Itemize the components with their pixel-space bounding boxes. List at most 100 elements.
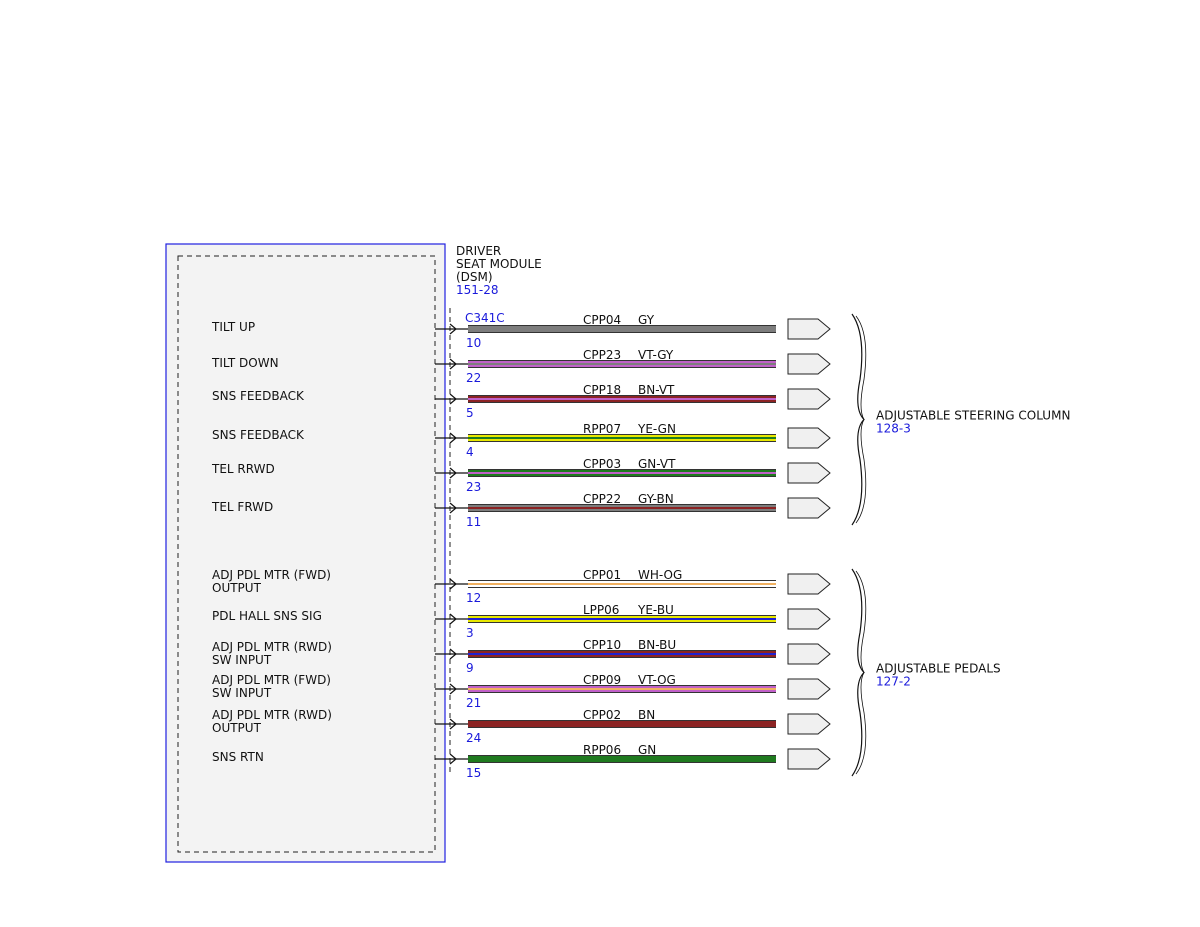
pin-arrow-icon [449,467,457,479]
wire-color-code: GY-BN [638,492,674,506]
wire[interactable] [468,720,776,728]
wire-color-code: GN-VT [638,457,676,471]
wire-stripe-color [468,398,776,400]
pin-number: 24 [466,731,481,745]
module-title-line: SEAT MODULE [456,257,542,271]
circuit-function-label: TILT DOWN [211,356,279,370]
wire[interactable] [468,504,776,512]
pin-arrow-icon [449,718,457,730]
circuit-function-label: TEL FRWD [211,500,273,514]
circuit-function-label: ADJ PDL MTR (FWD) [212,673,331,687]
pin-arrow-icon [449,648,457,660]
pin-arrow-icon [449,502,457,514]
wire-color-code: YE-GN [637,422,676,436]
circuit-function-label: ADJ PDL MTR (RWD) [212,708,332,722]
pin-number: 11 [466,515,481,529]
connector-terminal[interactable] [787,678,831,700]
wire[interactable] [468,650,776,658]
wire-color-code: GN [638,743,656,757]
circuit-number: CPP18 [583,383,621,397]
module-reference-link[interactable]: 151-28 [456,283,499,297]
connector-terminal[interactable] [787,497,831,519]
circuit-function-label: TEL RRWD [211,462,275,476]
circuit-number: CPP01 [583,568,621,582]
wire[interactable] [468,325,776,333]
circuit-number: RPP07 [583,422,621,436]
connector-terminal[interactable] [787,643,831,665]
circuit-number: CPP23 [583,348,621,362]
connector-terminal[interactable] [787,318,831,340]
module-outline [165,243,446,863]
pin-number: 10 [466,336,481,350]
circuit-number: RPP06 [583,743,621,757]
component-groups: ADJUSTABLE STEERING COLUMN128-3ADJUSTABL… [851,313,1070,777]
wire[interactable] [468,580,776,588]
module-title-line: (DSM) [456,270,493,284]
circuit-number: CPP09 [583,673,621,687]
connector-terminal[interactable] [787,608,831,630]
wire[interactable] [468,360,776,368]
connector-terminal[interactable] [787,713,831,735]
connector-id-link[interactable]: C341C [465,311,505,325]
circuit-function-label: PDL HALL SNS SIG [212,609,322,623]
component-name: ADJUSTABLE PEDALS [876,662,1001,676]
pin-number: 15 [466,766,481,780]
circuit-function-label: SW INPUT [212,686,272,700]
wire[interactable] [468,434,776,442]
wire-color-code: WH-OG [638,568,682,582]
component-reference-link[interactable]: 128-3 [876,422,911,436]
wire-stripe-color [468,507,776,509]
wire-base-color [468,721,776,727]
pin-number: 12 [466,591,481,605]
group-brace [851,313,865,526]
connector-terminal[interactable] [787,353,831,375]
wire[interactable] [468,469,776,477]
wire-stripe-color [468,688,776,690]
pin-arrow-icon [449,683,457,695]
circuit-number: CPP10 [583,638,621,652]
circuit-function-label: SNS FEEDBACK [212,389,305,403]
wire-base-color [468,756,776,762]
wire[interactable] [468,685,776,693]
circuit-number: CPP03 [583,457,621,471]
wire-stripe-color [468,363,776,365]
wire-stripe-color [468,618,776,620]
pin-arrow-icon [449,613,457,625]
pin-number: 9 [466,661,474,675]
connector-terminal[interactable] [787,427,831,449]
wire-stripe-color [468,472,776,474]
component-reference-link[interactable]: 127-2 [876,675,911,689]
circuit-row: TEL RRWD CPP03 GN-VT 23 [211,457,831,494]
pin-number: 23 [466,480,481,494]
wire[interactable] [468,615,776,623]
wire-stripe-color [468,583,776,585]
wire-stripe-color [468,437,776,439]
connector-terminal[interactable] [787,462,831,484]
circuit-row: SNS RTN RPP06 GN 15 [212,743,831,780]
circuit-function-label: ADJ PDL MTR (FWD) [212,568,331,582]
connector-terminal[interactable] [787,388,831,410]
circuit-row: ADJ PDL MTR (FWD)OUTPUT CPP01 WH-OG 12 [212,568,831,605]
connector-terminal[interactable] [787,573,831,595]
wire[interactable] [468,755,776,763]
wire-color-code: BN [638,708,655,722]
pin-arrow-icon [449,432,457,444]
wire-color-code: BN-BU [638,638,676,652]
circuit-function-label: OUTPUT [212,581,262,595]
wire-color-code: YE-BU [637,603,674,617]
connector-terminal[interactable] [787,748,831,770]
wire[interactable] [468,395,776,403]
circuit-function-label: SNS RTN [212,750,264,764]
wire-base-color [468,326,776,332]
component-name: ADJUSTABLE STEERING COLUMN [876,409,1070,423]
group-brace-inner [855,315,867,524]
pin-arrow-icon [449,578,457,590]
